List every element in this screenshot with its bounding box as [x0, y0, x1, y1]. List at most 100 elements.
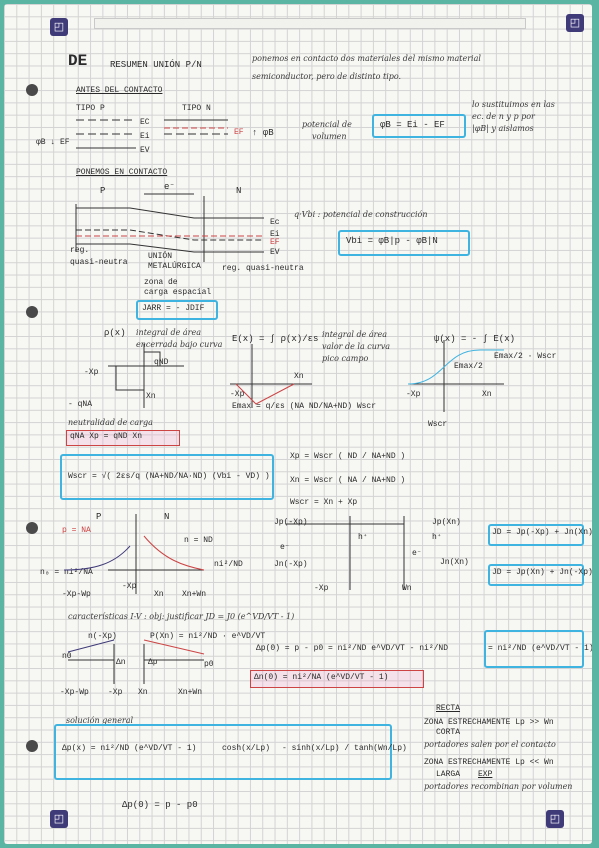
phi-b-right: ↑ φB — [252, 128, 274, 138]
larga-4: portadores recombinan por volumen — [424, 782, 573, 791]
field-note-1: integral de área — [322, 330, 387, 339]
pot-axes — [408, 340, 504, 412]
iv-n-label: n(-Xp) — [88, 632, 117, 641]
iv-n0: n0 — [62, 652, 72, 661]
phi-eq: φB = Ei - EF — [380, 120, 445, 130]
field-note-3: pico campo — [322, 354, 369, 363]
reg-right: reg. quasi-neutra — [222, 264, 304, 273]
iv-xp: -Xp — [108, 688, 123, 697]
contact-p: P — [100, 186, 106, 196]
jn-right: Jn(Xn) — [440, 558, 469, 567]
iv-dp-eq: Δp(0) = p - p0 = ni²/ND e^VD/VT - ni²/ND — [256, 644, 449, 653]
corta-2: CORTA — [436, 728, 461, 737]
charge-xn: Xn — [146, 392, 156, 401]
intro-line-1: ponemos en contacto dos materiales del m… — [252, 54, 481, 63]
h-plus-right: h⁺ — [432, 533, 442, 542]
band-ev: EV — [140, 146, 150, 155]
corta-1: ZONA ESTRECHAMENTE Lp >> Wn — [424, 718, 554, 727]
potential-xn: Xn — [482, 390, 492, 399]
binder-hole — [26, 740, 38, 752]
field-emax: Emax = q/εs (NA ND/NA+ND) Wscr — [232, 402, 377, 411]
carrier-xn: Xn — [154, 590, 164, 599]
corta-3: portadores salen por el contacto — [424, 740, 556, 749]
potential-xp: -Xp — [406, 390, 421, 399]
general-eq-left: Δp(x) = ni²/ND (e^VD/VT - 1) — [62, 744, 197, 753]
note-line-2: ec. de n y p por — [472, 112, 535, 121]
jd-eq1: JD = Jp(-Xp) + Jn(Xn) — [492, 528, 592, 537]
jp-right: Jp(Xn) — [432, 518, 461, 527]
binder-hole — [26, 84, 38, 96]
jarr-eq: JARR = - JDIF — [142, 304, 205, 313]
iv-heading: características I-V : obj: justificar JD… — [68, 612, 295, 621]
larga-3: EXP — [478, 770, 493, 779]
ev-curve — [76, 243, 264, 253]
contact-heading: PONEMOS EN CONTACTO — [76, 168, 168, 177]
larga-1: ZONA ESTRECHAMENTE Lp << Wn — [424, 758, 554, 767]
zona-2: carga espacial — [144, 288, 212, 297]
charge-qnd: qND — [154, 358, 169, 367]
ec-curve — [76, 207, 264, 219]
intro-line-2: semiconductor, pero de distinto tipo. — [252, 72, 402, 81]
width-eq-box — [60, 454, 274, 500]
general-eq-mid: cosh(x/Lp) — [222, 744, 271, 753]
carrier-axes — [108, 514, 204, 594]
iv-dp-box — [484, 630, 584, 668]
union-2: METALÚRGICA — [148, 262, 201, 271]
e-minus-left: e⁻ — [280, 543, 290, 552]
potential-half: Emax/2 · Wscr — [494, 352, 557, 361]
xp-eq: Xp = Wscr ( ND / NA+ND ) — [290, 452, 406, 461]
recta: RECTA — [436, 704, 461, 713]
field-note-2: valor de la curva — [322, 342, 391, 351]
binder-hole — [26, 306, 38, 318]
corner-mark-icon: ◰ — [50, 18, 68, 36]
charge-xp: -Xp — [84, 368, 99, 377]
tipo-n: TIPO N — [182, 104, 211, 113]
jarr-box — [136, 300, 218, 320]
carrier-n: N — [164, 512, 170, 522]
corner-mark-icon: ◰ — [50, 810, 68, 828]
general-eq-box — [54, 724, 392, 780]
notebook-page: ◰ ◰ ◰ ◰ DE RESUMEN UNIÓN P/N ponemos en … — [4, 4, 592, 844]
rho-note-2: encerrada bajo curva — [136, 340, 223, 349]
contact-ev: EV — [270, 248, 280, 257]
field-axes — [230, 344, 312, 408]
iv-xp-wp: -Xp-Wp — [60, 688, 89, 697]
neutral-label: neutralidad de carga — [68, 418, 153, 427]
potential-width: Wscr — [428, 420, 448, 429]
width-sum: Wscr = Xn + Xp — [290, 498, 358, 507]
corner-mark-icon: ◰ — [546, 810, 564, 828]
wn-axis: Wn — [402, 584, 412, 593]
ei-curve — [76, 229, 264, 241]
field-curve — [235, 383, 295, 405]
field-xn: Xn — [294, 372, 304, 381]
corner-mark-icon: ◰ — [566, 14, 584, 32]
jn-left: Jn(-Xp) — [274, 560, 308, 569]
general-eq-right: - sinh(x/Lp) / tanh(Wn/Lp) — [282, 744, 407, 753]
quasi-left: quasi-neutra — [70, 258, 128, 267]
vbi-eq-box — [338, 230, 470, 256]
neutral-eq: qNA Xp = qND Xn — [70, 432, 143, 441]
band-ef: EF — [234, 128, 244, 137]
vbi-eq: Vbi = φB|p - φB|N — [346, 236, 438, 246]
potential-label-2: volumen — [312, 132, 347, 141]
header-de: DE — [68, 52, 88, 70]
top-strip — [94, 18, 526, 29]
iv-p0: p0 — [204, 660, 214, 669]
contact-ei: Ei — [270, 230, 280, 239]
reg-left: reg. — [70, 246, 90, 255]
charge-neg — [115, 365, 145, 391]
ni-nd: ni²/ND — [214, 560, 243, 569]
binder-hole — [26, 522, 38, 534]
note-line-3: |φB| y aislamos — [472, 124, 534, 133]
iv-p-curve — [143, 639, 205, 655]
note-line-1: lo sustituimos en las — [472, 100, 555, 109]
iv-xn-wn: Xn+Wn — [178, 688, 203, 697]
union-1: UNIÓN — [148, 252, 173, 261]
contact-n: N — [236, 186, 242, 196]
contact-electron: e⁻ — [164, 182, 175, 192]
potential-emax: Emax/2 — [454, 362, 483, 371]
pot-curve — [407, 349, 504, 385]
e-minus-right: e⁻ — [412, 549, 422, 558]
tipo-p: TIPO P — [76, 104, 105, 113]
phi-eq-box — [372, 114, 466, 138]
